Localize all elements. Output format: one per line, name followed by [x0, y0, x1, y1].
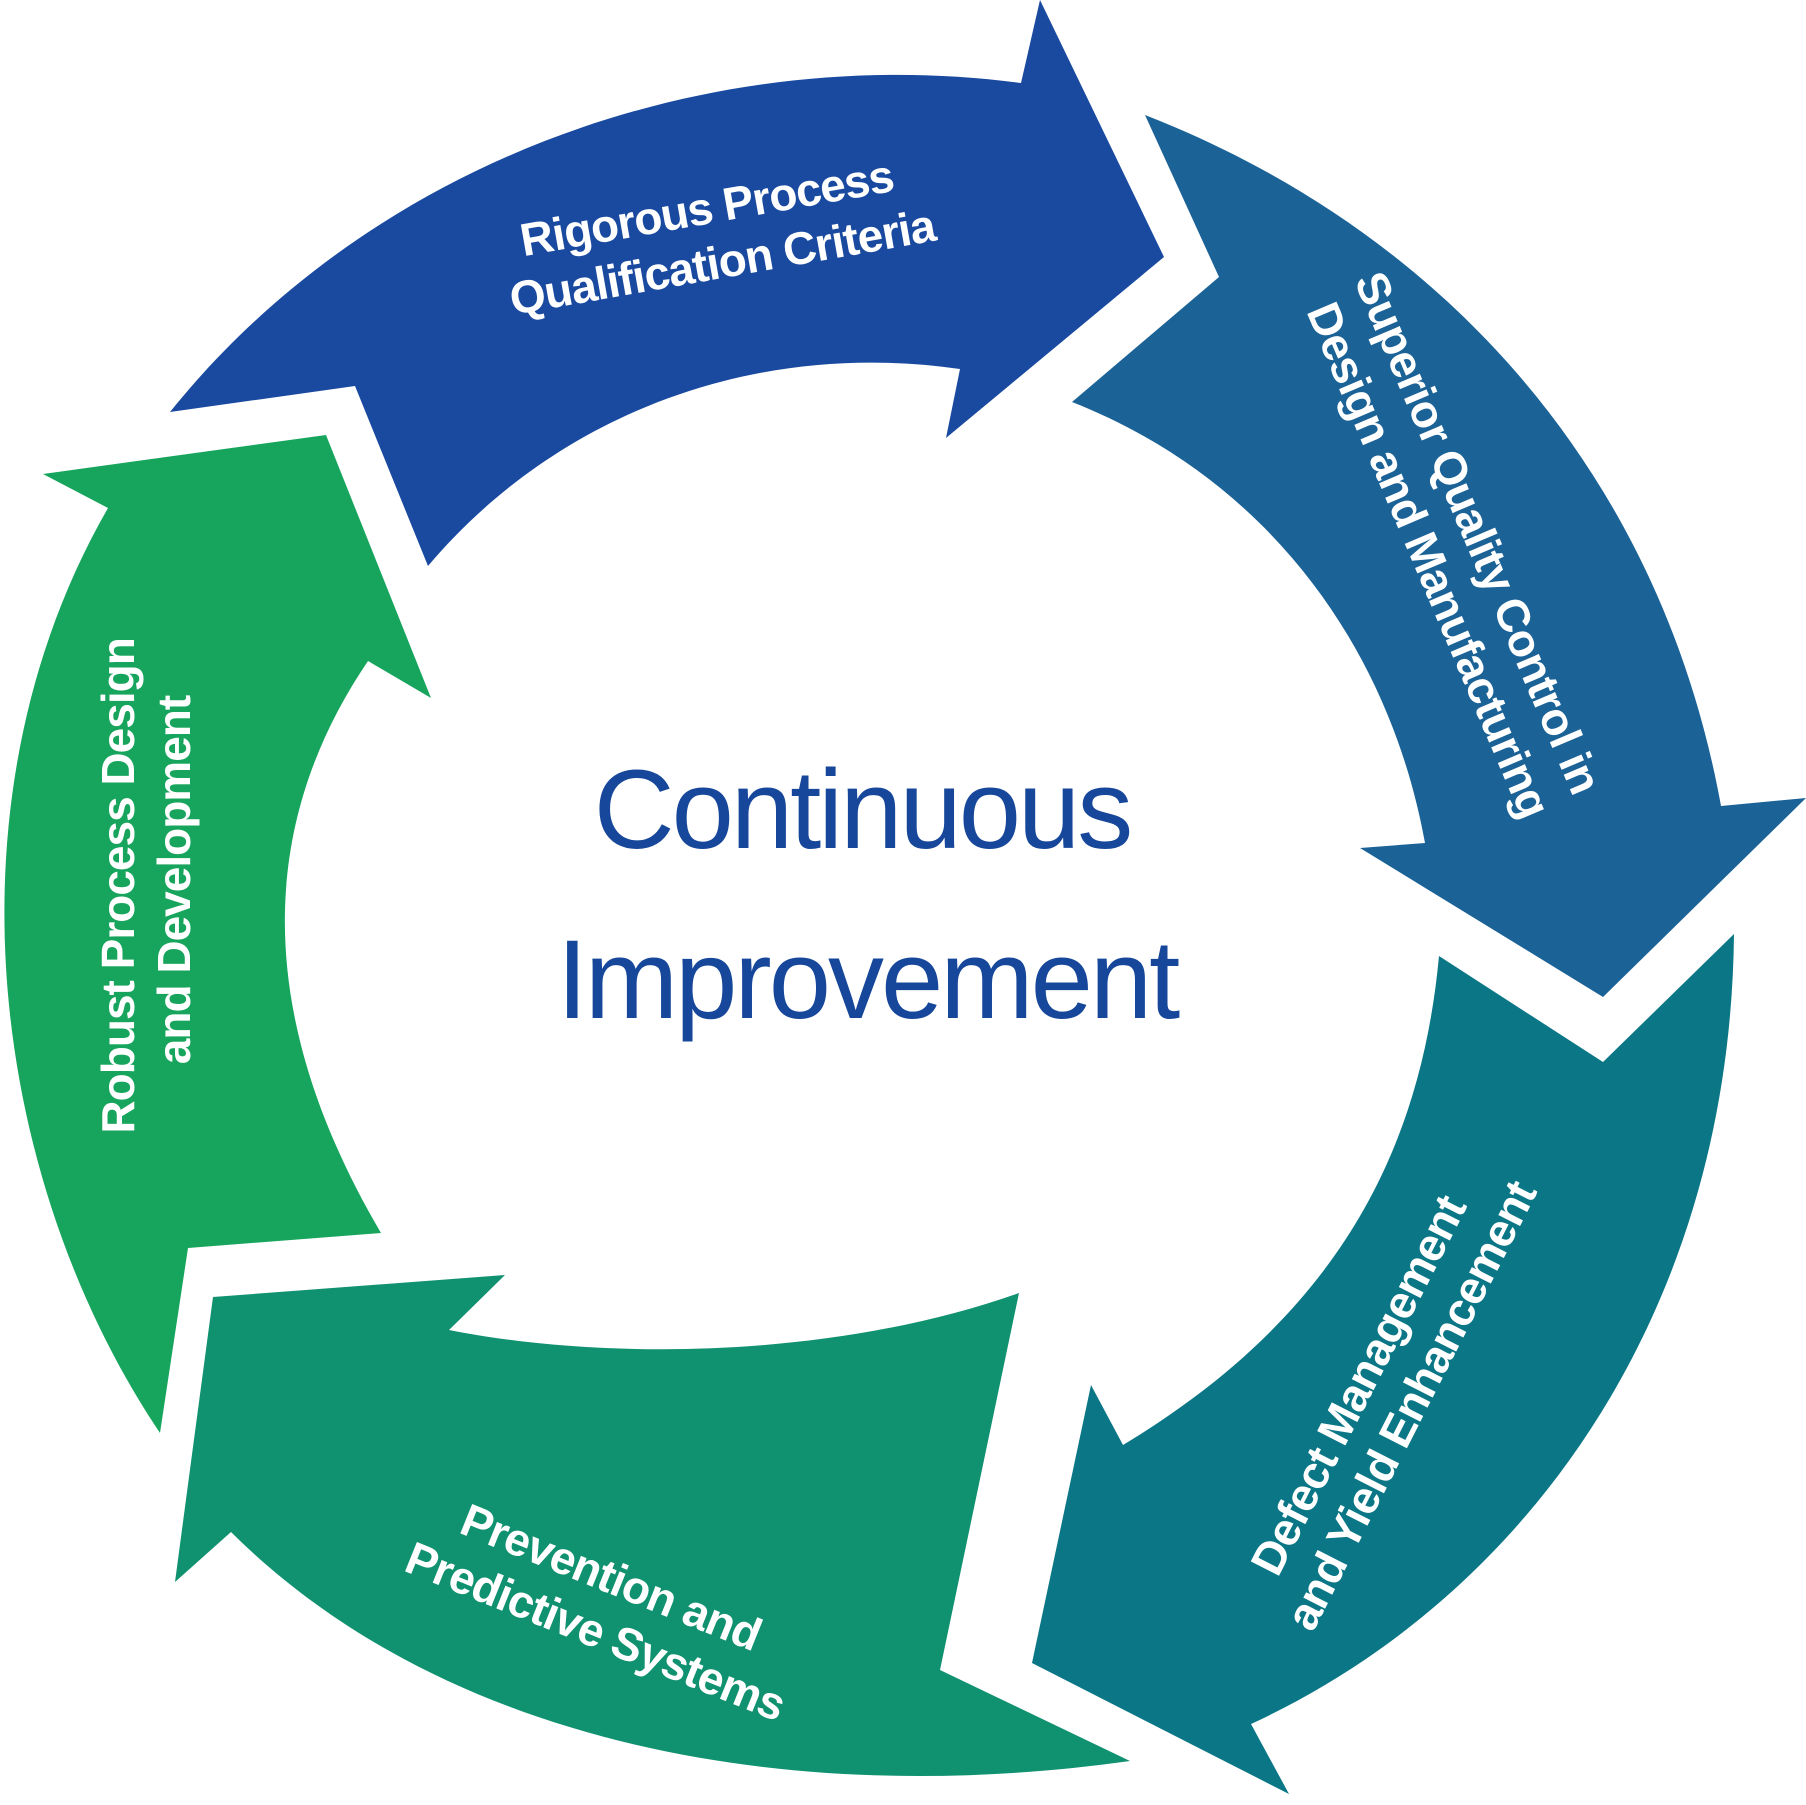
cycle-arrows	[4, 0, 1806, 1794]
center-title: Continuous Improvement	[557, 747, 1183, 1042]
arrow-defect-management	[1032, 934, 1734, 1794]
arrow-robust-process-design	[4, 435, 431, 1433]
robust-label-line2: and Development	[148, 695, 200, 1064]
center-title-line1: Continuous	[594, 747, 1131, 872]
arrow-rigorous-process	[170, 0, 1164, 566]
center-title-line2: Improvement	[557, 917, 1180, 1042]
arrow-superior-quality-control	[1072, 115, 1806, 997]
robust-label-line1: Robust Process Design	[92, 638, 144, 1133]
robust-label: Robust Process Design and Development	[92, 626, 200, 1133]
arrow-prevention-predictive	[175, 1275, 1130, 1776]
